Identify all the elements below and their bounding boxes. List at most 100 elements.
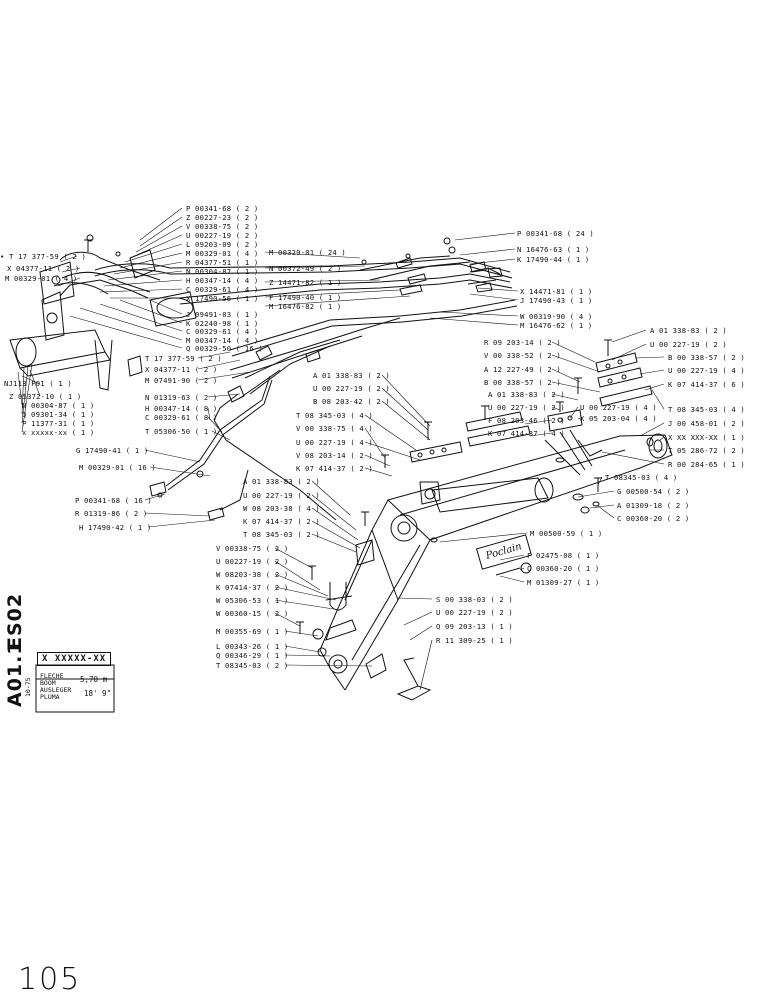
part-number-label: T 17 377-59 ( 2 ): [145, 354, 222, 363]
part-number-label: M 00500-59 ( 1 ): [530, 529, 603, 538]
title-name-es: PLUMA: [40, 693, 60, 701]
part-number-label: T 08 345-03 ( 4 ): [668, 405, 745, 414]
part-number-label: K 07 414-37 ( 2 ): [296, 464, 373, 473]
part-number-label: U 00 227-19 ( 2 ): [650, 340, 727, 349]
hydraulic-hoses: [59, 234, 518, 521]
part-number-label: V 08 203-14 ( 2 ): [296, 451, 373, 460]
part-number-label: J 17490-43 ( 1 ): [520, 296, 593, 305]
part-number-label: T 08345-03 ( 2 ): [216, 661, 289, 670]
part-number-label: L 09203-09 ( 2 ): [186, 240, 259, 249]
part-number-label: Z 14471-82 ( 1 ): [269, 278, 342, 287]
part-number-label: A 01 338-83 ( 2 ): [313, 371, 390, 380]
part-number-label: P 00341-68 ( 2 ): [186, 204, 259, 213]
part-number-label: NJ113 F01 ( 1 ): [4, 379, 72, 388]
part-number-label: U 00 227-19 ( 2 ): [488, 403, 565, 412]
part-number-label: X 14471-81 ( 1 ): [520, 287, 593, 296]
part-number-label: M 00347-14 ( 4 ): [186, 336, 259, 345]
part-number-label: T 05306-50 ( 1 ): [145, 427, 218, 436]
part-number-label: U 00227-19 ( 2 ): [186, 231, 259, 240]
bolts-and-washers: [296, 339, 654, 701]
part-number-label: T 08 345-03 ( 2 ): [243, 530, 320, 539]
part-number-label: x xxxxx-xx ( 1 ): [22, 428, 95, 437]
part-number-label: M 01309-27 ( 1 ): [527, 578, 600, 587]
part-number-label: N 00304-87 ( 1 ): [186, 267, 259, 276]
part-number-label: N 01319-63 ( 2 ): [145, 393, 218, 402]
part-number-label: F 02475-08 ( 1 ): [527, 551, 600, 560]
part-number-label: C 00329-61 ( 8 ): [145, 413, 218, 422]
part-number-label: N 16476-63 ( 1 ): [517, 245, 590, 254]
part-number-label: M 00329-01 ( 16 ): [79, 463, 156, 472]
part-number-label: K 07 414-37 ( 4 ): [488, 429, 565, 438]
part-number-label: U 00 227-19 ( 4 ): [296, 438, 373, 447]
part-number-label: U 00227-19 ( 2 ): [216, 557, 289, 566]
part-number-label: P 11377-31 ( 1 ): [22, 419, 95, 428]
part-number-label: Q 09301-34 ( 1 ): [22, 410, 95, 419]
part-number-label: W 08203-38 ( 2 ): [216, 570, 289, 579]
part-number-label: J 09491-03 ( 1 ): [186, 310, 259, 319]
part-number-label: U 00 227-19 ( 2 ): [313, 384, 390, 393]
part-number-label: A 01 338-83 ( 2 ): [488, 390, 565, 399]
part-number-label: K 07414-37 ( 2 ): [216, 583, 289, 592]
part-number-label: F 17490-40 ( 1 ): [269, 293, 342, 302]
part-number-label: W 05306-53 ( 1 ): [216, 596, 289, 605]
part-number-label: • T 17 377-59 ( 2 ): [0, 252, 87, 261]
part-number-label: J 00 458-01 ( 2 ): [668, 419, 745, 428]
part-number-label: M 16476-82 ( 1 ): [269, 302, 342, 311]
part-number-label: V 00 338-52 ( 2 ): [484, 351, 561, 360]
part-number-label: T 08345-03 ( 4 ): [605, 473, 678, 482]
part-number-label: L 00343-26 ( 1 ): [216, 642, 289, 651]
part-number-label: X 04377-11 ( 2 ): [7, 264, 80, 273]
boom-cylinder: [419, 477, 554, 513]
part-number-label: U 00 227-19 ( 4 ): [580, 403, 657, 412]
part-number-label: U 00 227-19 ( 4 ): [668, 366, 745, 375]
part-number-label: P 00341-68 ( 16 ): [75, 496, 152, 505]
drawing-sheet-code: A01.1: [4, 640, 26, 707]
part-number-label: M 00329-01 ( 4 ): [186, 249, 259, 258]
part-number-label: Q 00329-50 ( 16 ): [186, 344, 263, 353]
part-number-label: W 00319-90 ( 4 ): [520, 312, 593, 321]
part-number-label: C 00329-61 ( 4 ): [186, 285, 259, 294]
part-number-label: U 00 227-19 ( 2 ): [243, 491, 320, 500]
title-name-de: AUSLEGER: [40, 686, 72, 694]
part-number-label: P 00341-68 ( 24 ): [517, 229, 594, 238]
control-valve-block: [9, 249, 197, 377]
part-number-label: Z 05372-10 ( 1 ): [9, 392, 82, 401]
part-number-label: Q 09 203-13 ( 1 ): [436, 622, 513, 631]
title-length-metric: 5,70 m: [80, 675, 108, 684]
part-number-label: H 17490-42 ( 1 ): [79, 523, 152, 532]
part-number-label: R 09 203-14 ( 2 ): [484, 338, 561, 347]
part-number-label: H 00347-14 ( 8 ): [145, 404, 218, 413]
part-number-label: T 05 286-72 ( 2 ): [668, 446, 745, 455]
part-number-label: R 00 284-65 ( 1 ): [668, 460, 745, 469]
leader-lines: [17, 207, 665, 691]
part-number-label: X XX XXX-XX ( 1 ): [668, 433, 745, 442]
part-number-label: V 00338-75 ( 2 ): [216, 544, 289, 553]
part-number-label: X 17490-56 ( 1 ): [186, 294, 259, 303]
part-number-label: C 00360-20 ( 1 ): [527, 564, 600, 573]
part-number-label: M 00329-01 ( 24 ): [269, 248, 346, 257]
part-number-label: M 16476-62 ( 1 ): [520, 321, 593, 330]
drawing-date: 10-75: [24, 677, 32, 697]
part-number-label: K 17490-44 ( 1 ): [517, 255, 590, 264]
part-number-label: Q 00346-29 ( 1 ): [216, 651, 289, 660]
part-number-label: W 08 203-38 ( 4 ): [243, 504, 320, 513]
part-number-label: N 00304-87 ( 1 ): [22, 401, 95, 410]
part-number-label: G 00500-54 ( 2 ): [617, 487, 690, 496]
part-number-label: T 08 345-03 ( 4 ): [296, 411, 373, 420]
title-name-fr: FLECHE: [40, 672, 64, 680]
title-name-en: BOOM: [40, 679, 56, 687]
title-length-imperial: 18' 9": [84, 689, 112, 698]
part-number-label: V 00 338-75 ( 4 ): [296, 424, 373, 433]
part-number-label: W 00360-15 ( 2 ): [216, 609, 289, 618]
part-number-label: F 08 203-46 ( 2 ): [488, 416, 565, 425]
part-number-label: B 00 338-57 ( 2 ): [484, 378, 561, 387]
part-number-label: K 07 414-37 ( 6 ): [668, 380, 745, 389]
pipe-clamp-blocks: [325, 352, 653, 641]
part-number-label: M 07491-90 ( 2 ): [145, 376, 218, 385]
part-number-label: R 04377-51 ( 1 ): [186, 258, 259, 267]
part-number-label: K 07 414-37 ( 2 ): [243, 517, 320, 526]
part-number-label: H 00347-14 ( 4 ): [186, 276, 259, 285]
part-number-label: R 01319-86 ( 2 ): [75, 509, 148, 518]
part-number-label: S 00 338-03 ( 2 ): [436, 595, 513, 604]
